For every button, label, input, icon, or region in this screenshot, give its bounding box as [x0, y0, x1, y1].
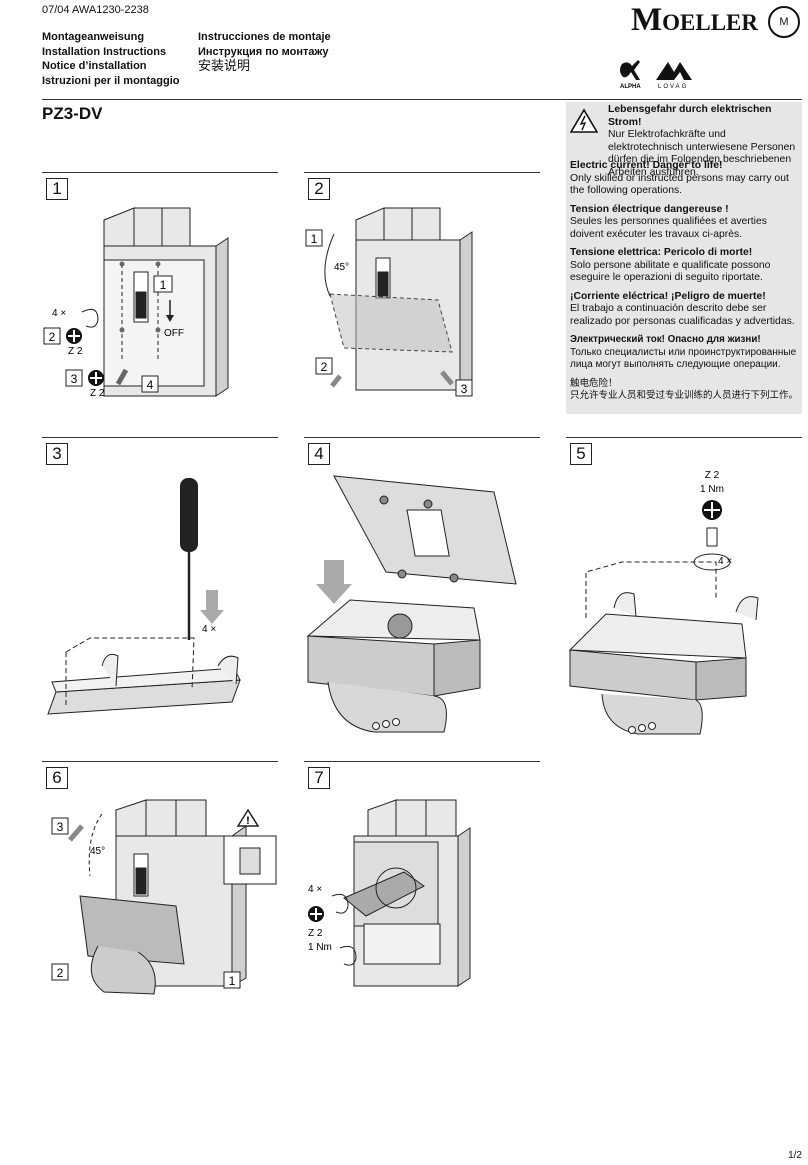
svg-text:ALPHA: ALPHA — [620, 84, 641, 90]
electric-hazard-icon — [570, 108, 598, 133]
page-number: 1/2 — [788, 1150, 802, 1161]
svg-text:1 Nm: 1 Nm — [308, 942, 332, 953]
svg-text:4: 4 — [147, 378, 154, 392]
svg-text:Z 2: Z 2 — [68, 346, 83, 357]
title-ru: Инструкция по монтажу — [198, 45, 329, 58]
svg-text:4 ×: 4 × — [202, 624, 216, 635]
title-zh: 安装说明 — [198, 58, 251, 73]
svg-text:1: 1 — [160, 278, 167, 292]
step-5-rule — [566, 437, 802, 438]
warning-en: Electric current! Danger to life!Only sk… — [570, 160, 789, 196]
svg-text:3: 3 — [461, 382, 468, 396]
warning-ru: Электрический ток! Опасно для жизни!Толь… — [570, 334, 797, 370]
screwdriver-bit-icon — [88, 370, 104, 386]
step-6-rule — [42, 761, 278, 762]
step-4-illustration — [306, 475, 517, 733]
warning-it: Tensione elettrica: Pericolo di morte!So… — [570, 247, 771, 283]
svg-text:45°: 45° — [90, 846, 105, 857]
step-5-number: 5 — [570, 443, 592, 465]
svg-text:4 ×: 4 × — [308, 884, 322, 895]
titles-right: Instrucciones de montaje Инструкция по м… — [198, 30, 331, 74]
svg-text:45°: 45° — [334, 262, 349, 273]
svg-text:3: 3 — [71, 372, 78, 386]
brand-logo: Moeller — [630, 2, 758, 38]
moeller-seal-icon: M — [768, 6, 800, 38]
svg-text:LOVAG: LOVAG — [658, 84, 688, 90]
step-3-illustration: 4 × — [47, 478, 241, 715]
title-de: Montageanweisung — [42, 31, 145, 43]
document-number: 07/04 AWA1230-2238 — [42, 4, 149, 16]
svg-text:1: 1 — [311, 232, 318, 246]
step-2-illustration: 45° 1 2 3 — [305, 207, 473, 397]
warning-es: ¡Corriente eléctrica! ¡Peligro de muerte… — [570, 290, 795, 327]
screwdriver-bit-icon — [308, 906, 324, 922]
svg-text:4 ×: 4 × — [718, 556, 732, 567]
alpha-logo-icon: ALPHA — [620, 60, 641, 90]
title-en: Installation Instructions — [42, 45, 167, 58]
step-1-rule — [42, 172, 278, 173]
step-7-number: 7 — [308, 767, 330, 789]
title-es: Instrucciones de montaje — [198, 31, 331, 43]
step-2-rule — [304, 172, 540, 173]
warning-panel: Lebensgefahr durch elektrischen Strom!Nu… — [566, 102, 802, 414]
svg-text:4 ×: 4 × — [52, 308, 66, 319]
title-it: Istruzioni per il montaggio — [42, 74, 180, 87]
svg-text:2: 2 — [49, 330, 56, 344]
title-fr: Notice d’installation — [42, 60, 147, 72]
svg-text:!: ! — [246, 815, 250, 827]
warning-triangle-icon — [236, 808, 260, 827]
svg-text:OFF: OFF — [164, 328, 184, 339]
svg-text:2: 2 — [57, 966, 64, 980]
step-3-rule — [42, 437, 278, 438]
header-divider — [42, 99, 802, 100]
titles-left: Montageanweisung Installation Instructio… — [42, 30, 180, 88]
screwdriver-bit-icon — [702, 500, 722, 520]
lovag-logo-icon: LOVAG — [656, 62, 692, 90]
svg-text:1 Nm: 1 Nm — [700, 484, 724, 495]
step-1-illustration: 1 OFF 4 × 2 Z 2 3 Z 2 4 — [43, 207, 229, 399]
screwdriver-bit-icon — [66, 328, 82, 344]
screwdriver-icon — [180, 478, 198, 640]
svg-text:2: 2 — [321, 360, 328, 374]
step-6-illustration: 45° 3 2 1 ! — [51, 799, 277, 995]
certification-logos: ALPHA LOVAG — [620, 60, 692, 90]
step-6-number: 6 — [46, 767, 68, 789]
step-7-rule — [304, 761, 540, 762]
step-1-number: 1 — [46, 178, 68, 200]
step-2-number: 2 — [308, 178, 330, 200]
svg-text:Z 2: Z 2 — [90, 388, 105, 399]
svg-text:Z 2: Z 2 — [705, 470, 720, 481]
warning-zh: 触电危险！只允许专业人员和受过专业训练的人员进行下列工作。 — [570, 377, 799, 402]
warning-fr: Tension électrique dangereuse !Seules le… — [570, 203, 767, 240]
step-4-rule — [304, 437, 540, 438]
svg-text:Z 2: Z 2 — [308, 928, 323, 939]
step-4-number: 4 — [308, 443, 330, 465]
product-name: PZ3-DV — [42, 104, 103, 123]
svg-text:3: 3 — [57, 820, 64, 834]
step-7-illustration: 4 × Z 2 1 Nm — [308, 799, 471, 987]
step-5-illustration: Z 2 1 Nm 4 × — [568, 470, 759, 735]
svg-text:1: 1 — [229, 974, 236, 988]
warning-de: Lebensgefahr durch elektrischen Strom!Nu… — [608, 104, 796, 178]
step-3-number: 3 — [46, 443, 68, 465]
